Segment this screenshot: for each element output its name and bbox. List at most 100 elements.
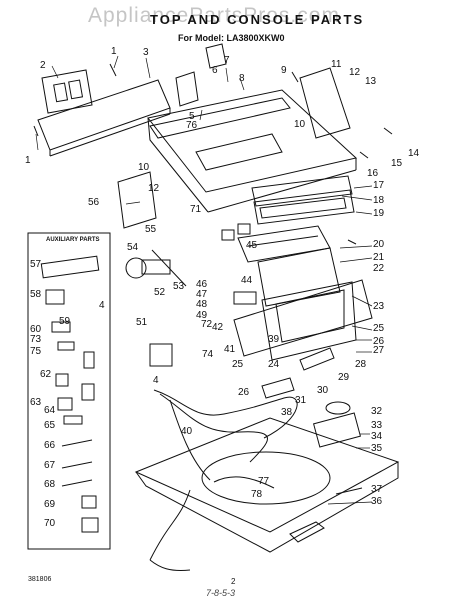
- callout-27: 27: [373, 345, 385, 356]
- callout-46: 46: [196, 279, 208, 290]
- callout-26: 26: [373, 336, 385, 347]
- callout-74: 74: [202, 349, 214, 360]
- callout-32: 32: [371, 406, 383, 417]
- callout-42: 42: [212, 322, 224, 333]
- callout-52: 52: [154, 287, 166, 298]
- lid-switch: [221, 223, 257, 305]
- callout-55: 55: [145, 224, 157, 235]
- callout-58: 58: [30, 289, 42, 300]
- callout-40: 40: [181, 426, 193, 437]
- callout-49: 49: [196, 310, 208, 321]
- timer: [149, 343, 173, 367]
- callout-59: 59: [59, 316, 71, 327]
- screws: [33, 63, 393, 495]
- callout-8: 8: [239, 73, 245, 84]
- water-level-switch: [125, 249, 187, 287]
- callout-31: 31: [295, 395, 307, 406]
- diagram-title: TOP AND CONSOLE PARTS: [150, 12, 365, 27]
- callout-24: 24: [268, 359, 280, 370]
- callout-73: 73: [30, 334, 42, 345]
- callout-6: 6: [212, 65, 218, 76]
- callout-19: 19: [373, 208, 385, 219]
- callout-45: 45: [246, 240, 258, 251]
- callout-69: 69: [44, 499, 56, 510]
- callout-13: 13: [365, 76, 377, 87]
- callout-29: 29: [338, 372, 350, 383]
- callout-67: 67: [44, 460, 56, 471]
- callout-39: 39: [268, 334, 280, 345]
- callout-48: 48: [196, 299, 208, 310]
- callout-54: 54: [127, 242, 139, 253]
- footer-code: 381806: [28, 576, 52, 583]
- callout-28: 28: [355, 359, 367, 370]
- callout-35: 35: [371, 443, 383, 454]
- callout-17: 17: [373, 180, 385, 191]
- callout-76: 76: [186, 120, 198, 131]
- callout-26-2: 26: [238, 387, 250, 398]
- callout-15: 15: [391, 158, 403, 169]
- callout-57: 57: [30, 259, 42, 270]
- callout-12-2: 12: [148, 183, 160, 194]
- leader-lines: [35, 55, 373, 505]
- console-frame: [257, 247, 341, 307]
- motor-assembly: [312, 401, 362, 448]
- callout-18: 18: [373, 195, 385, 206]
- callout-51: 51: [136, 317, 148, 328]
- callout-47: 47: [196, 289, 208, 300]
- aux-parts-box: [27, 232, 111, 550]
- callout-71: 71: [190, 204, 202, 215]
- callout-38: 38: [281, 407, 293, 418]
- callout-36: 36: [371, 496, 383, 507]
- main-top: [134, 417, 400, 553]
- callout-2: 2: [40, 60, 46, 71]
- callout-10-2: 10: [294, 119, 306, 130]
- callout-12: 12: [349, 67, 361, 78]
- callout-70: 70: [44, 518, 56, 529]
- callout-25-2: 25: [232, 359, 244, 370]
- callout-44: 44: [241, 275, 253, 286]
- callout-9: 9: [281, 65, 287, 76]
- callout-33: 33: [371, 420, 383, 431]
- aux-parts-title: AUXILIARY PARTS: [46, 237, 100, 243]
- callout-16: 16: [367, 168, 379, 179]
- callout-14: 14: [408, 148, 420, 159]
- aux-parts-icons: [40, 255, 100, 533]
- access-panel: [41, 69, 93, 114]
- dispenser: [261, 347, 335, 399]
- callout-4-2: 4: [153, 375, 159, 386]
- console-end-cap: [117, 171, 157, 229]
- callout-1-2: 1: [25, 155, 31, 166]
- end-cap-right: [299, 67, 351, 139]
- callout-30: 30: [317, 385, 329, 396]
- front-bracket: [233, 279, 373, 357]
- callout-63: 63: [30, 397, 42, 408]
- callout-65: 65: [44, 420, 56, 431]
- leveling-leg: [289, 521, 325, 543]
- control-knobs: [175, 43, 227, 107]
- footer-handwritten-note: 7-8-5-3: [206, 588, 236, 598]
- callout-7: 7: [224, 55, 230, 66]
- callout-22: 22: [373, 263, 385, 274]
- callout-60: 60: [30, 324, 42, 335]
- callout-11: 11: [331, 59, 342, 70]
- callout-41: 41: [224, 344, 236, 355]
- callout-77: 77: [258, 476, 270, 487]
- callout-3: 3: [143, 47, 149, 58]
- callout-53: 53: [173, 281, 185, 292]
- callout-37: 37: [371, 484, 383, 495]
- callout-21: 21: [373, 252, 385, 263]
- callout-5: 5: [189, 111, 195, 122]
- callout-34: 34: [371, 431, 383, 442]
- callout-75: 75: [30, 346, 42, 357]
- callout-25: 25: [373, 323, 385, 334]
- callout-23: 23: [373, 301, 385, 312]
- callout-66: 66: [44, 440, 56, 451]
- callout-68: 68: [44, 479, 56, 490]
- callout-56: 56: [88, 197, 100, 208]
- callout-78: 78: [251, 489, 263, 500]
- lid: [261, 281, 357, 361]
- callout-20: 20: [373, 239, 385, 250]
- callout-64: 64: [44, 405, 56, 416]
- callout-1: 1: [111, 46, 117, 57]
